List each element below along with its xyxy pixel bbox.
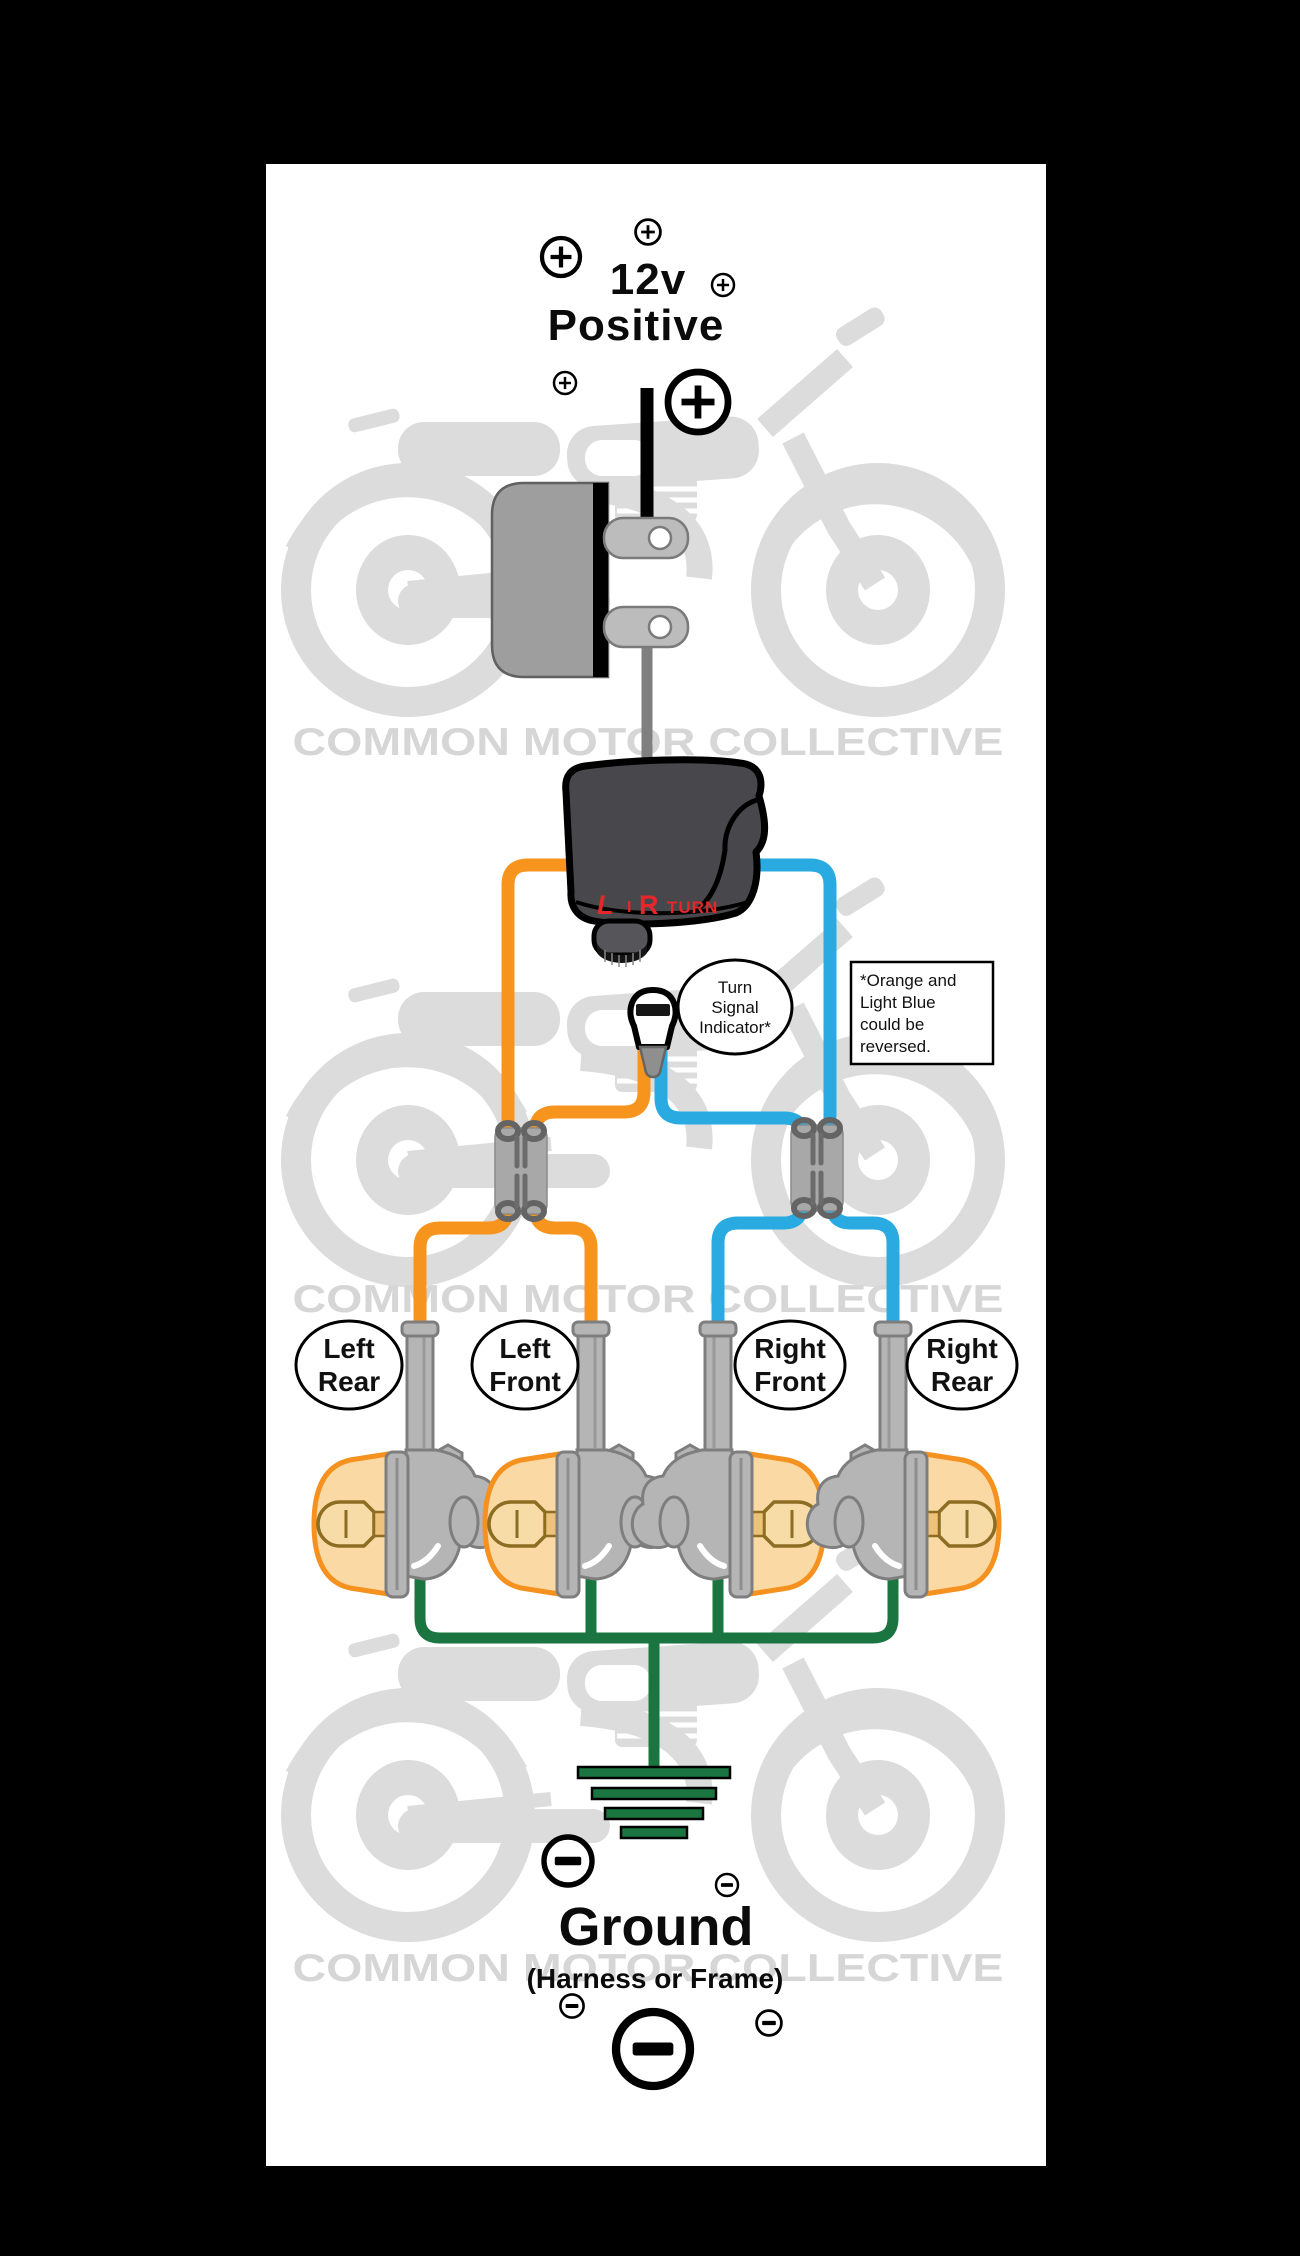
- bulb-filament-band: [636, 1004, 670, 1016]
- indicator-label-line3: Indicator*: [699, 1018, 771, 1037]
- switch-marking-left: L: [597, 890, 614, 920]
- wire-connector-right: [791, 1120, 843, 1216]
- left-front-label-line1: Left: [499, 1333, 550, 1364]
- label-oval-right-front: Right Front: [733, 1319, 847, 1411]
- plus-symbol: [634, 218, 662, 246]
- left-rear-label-line2: Rear: [318, 1366, 380, 1397]
- fuse-terminal-bottom: [602, 605, 690, 649]
- right-front-label-line1: Right: [754, 1333, 826, 1364]
- wire-connector-left: [495, 1123, 547, 1219]
- minus-symbol: [544, 1837, 592, 1885]
- note-line3: could be: [860, 1015, 924, 1034]
- note-line2: Light Blue: [860, 993, 936, 1012]
- switch-marking-turn: TURN: [667, 898, 718, 917]
- plus-symbol: [710, 272, 736, 298]
- plus-symbol: [542, 238, 580, 276]
- indicator-label-oval: Turn Signal Indicator*: [676, 958, 794, 1056]
- label-oval-right-rear: Right Rear: [905, 1319, 1019, 1411]
- right-rear-label-line1: Right: [926, 1333, 998, 1364]
- indicator-bulb: [627, 987, 679, 1079]
- voltage-label: 12v: [610, 255, 686, 304]
- right-rear-label-line2: Rear: [931, 1366, 993, 1397]
- right-front-label-line2: Front: [754, 1366, 826, 1397]
- switch-knob-knurl: [597, 944, 647, 963]
- note-line1: *Orange and: [860, 971, 956, 990]
- left-rear-label-line1: Left: [323, 1333, 374, 1364]
- indicator-label-line2: Signal: [711, 998, 758, 1017]
- watermark-text-bottom: COMMON MOTOR COLLECTIVE: [293, 1947, 1004, 1990]
- watermark-text-middle: COMMON MOTOR COLLECTIVE: [293, 1278, 1004, 1321]
- note-box: *Orange and Light Blue could be reversed…: [849, 960, 995, 1066]
- ground-label: Ground (Harness or Frame): [527, 1897, 784, 1994]
- plus-symbol-large: [668, 372, 728, 432]
- fuse-holder: [490, 481, 690, 679]
- label-oval-left-rear: Left Rear: [294, 1319, 404, 1411]
- positive-supply-label: 12v Positive: [548, 255, 725, 350]
- left-turn-wire-main: [501, 858, 585, 1140]
- switch-knob: [591, 918, 653, 958]
- note-line4: reversed.: [860, 1037, 931, 1056]
- left-front-label-line2: Front: [489, 1366, 561, 1397]
- ground-symbol: [576, 1765, 732, 1840]
- label-oval-left-front: Left Front: [470, 1319, 580, 1411]
- polarity-label: Positive: [548, 301, 725, 350]
- right-front-signal-wire: [711, 1197, 811, 1330]
- plus-symbol: [552, 370, 578, 396]
- fuse-terminal-top: [602, 516, 690, 560]
- minus-symbol: [755, 2009, 783, 2037]
- right-turn-wire-main: [748, 858, 837, 1138]
- switch-marking-right: R: [639, 890, 659, 920]
- fuse-holder-stripe: [593, 483, 608, 677]
- indicator-label-line1: Turn: [718, 978, 752, 997]
- right-rear-signal-wire: [823, 1197, 900, 1330]
- minus-symbol: [559, 1993, 585, 2019]
- minus-symbol: [714, 1872, 740, 1898]
- ground-title: Ground: [559, 1897, 754, 1957]
- minus-symbol-large: [616, 2012, 690, 2086]
- bulb-base: [638, 1045, 668, 1079]
- ground-subtitle: (Harness or Frame): [527, 1963, 784, 1994]
- turn-signal-switch: L I R TURN: [562, 756, 769, 967]
- switch-marking-center: I: [627, 899, 631, 916]
